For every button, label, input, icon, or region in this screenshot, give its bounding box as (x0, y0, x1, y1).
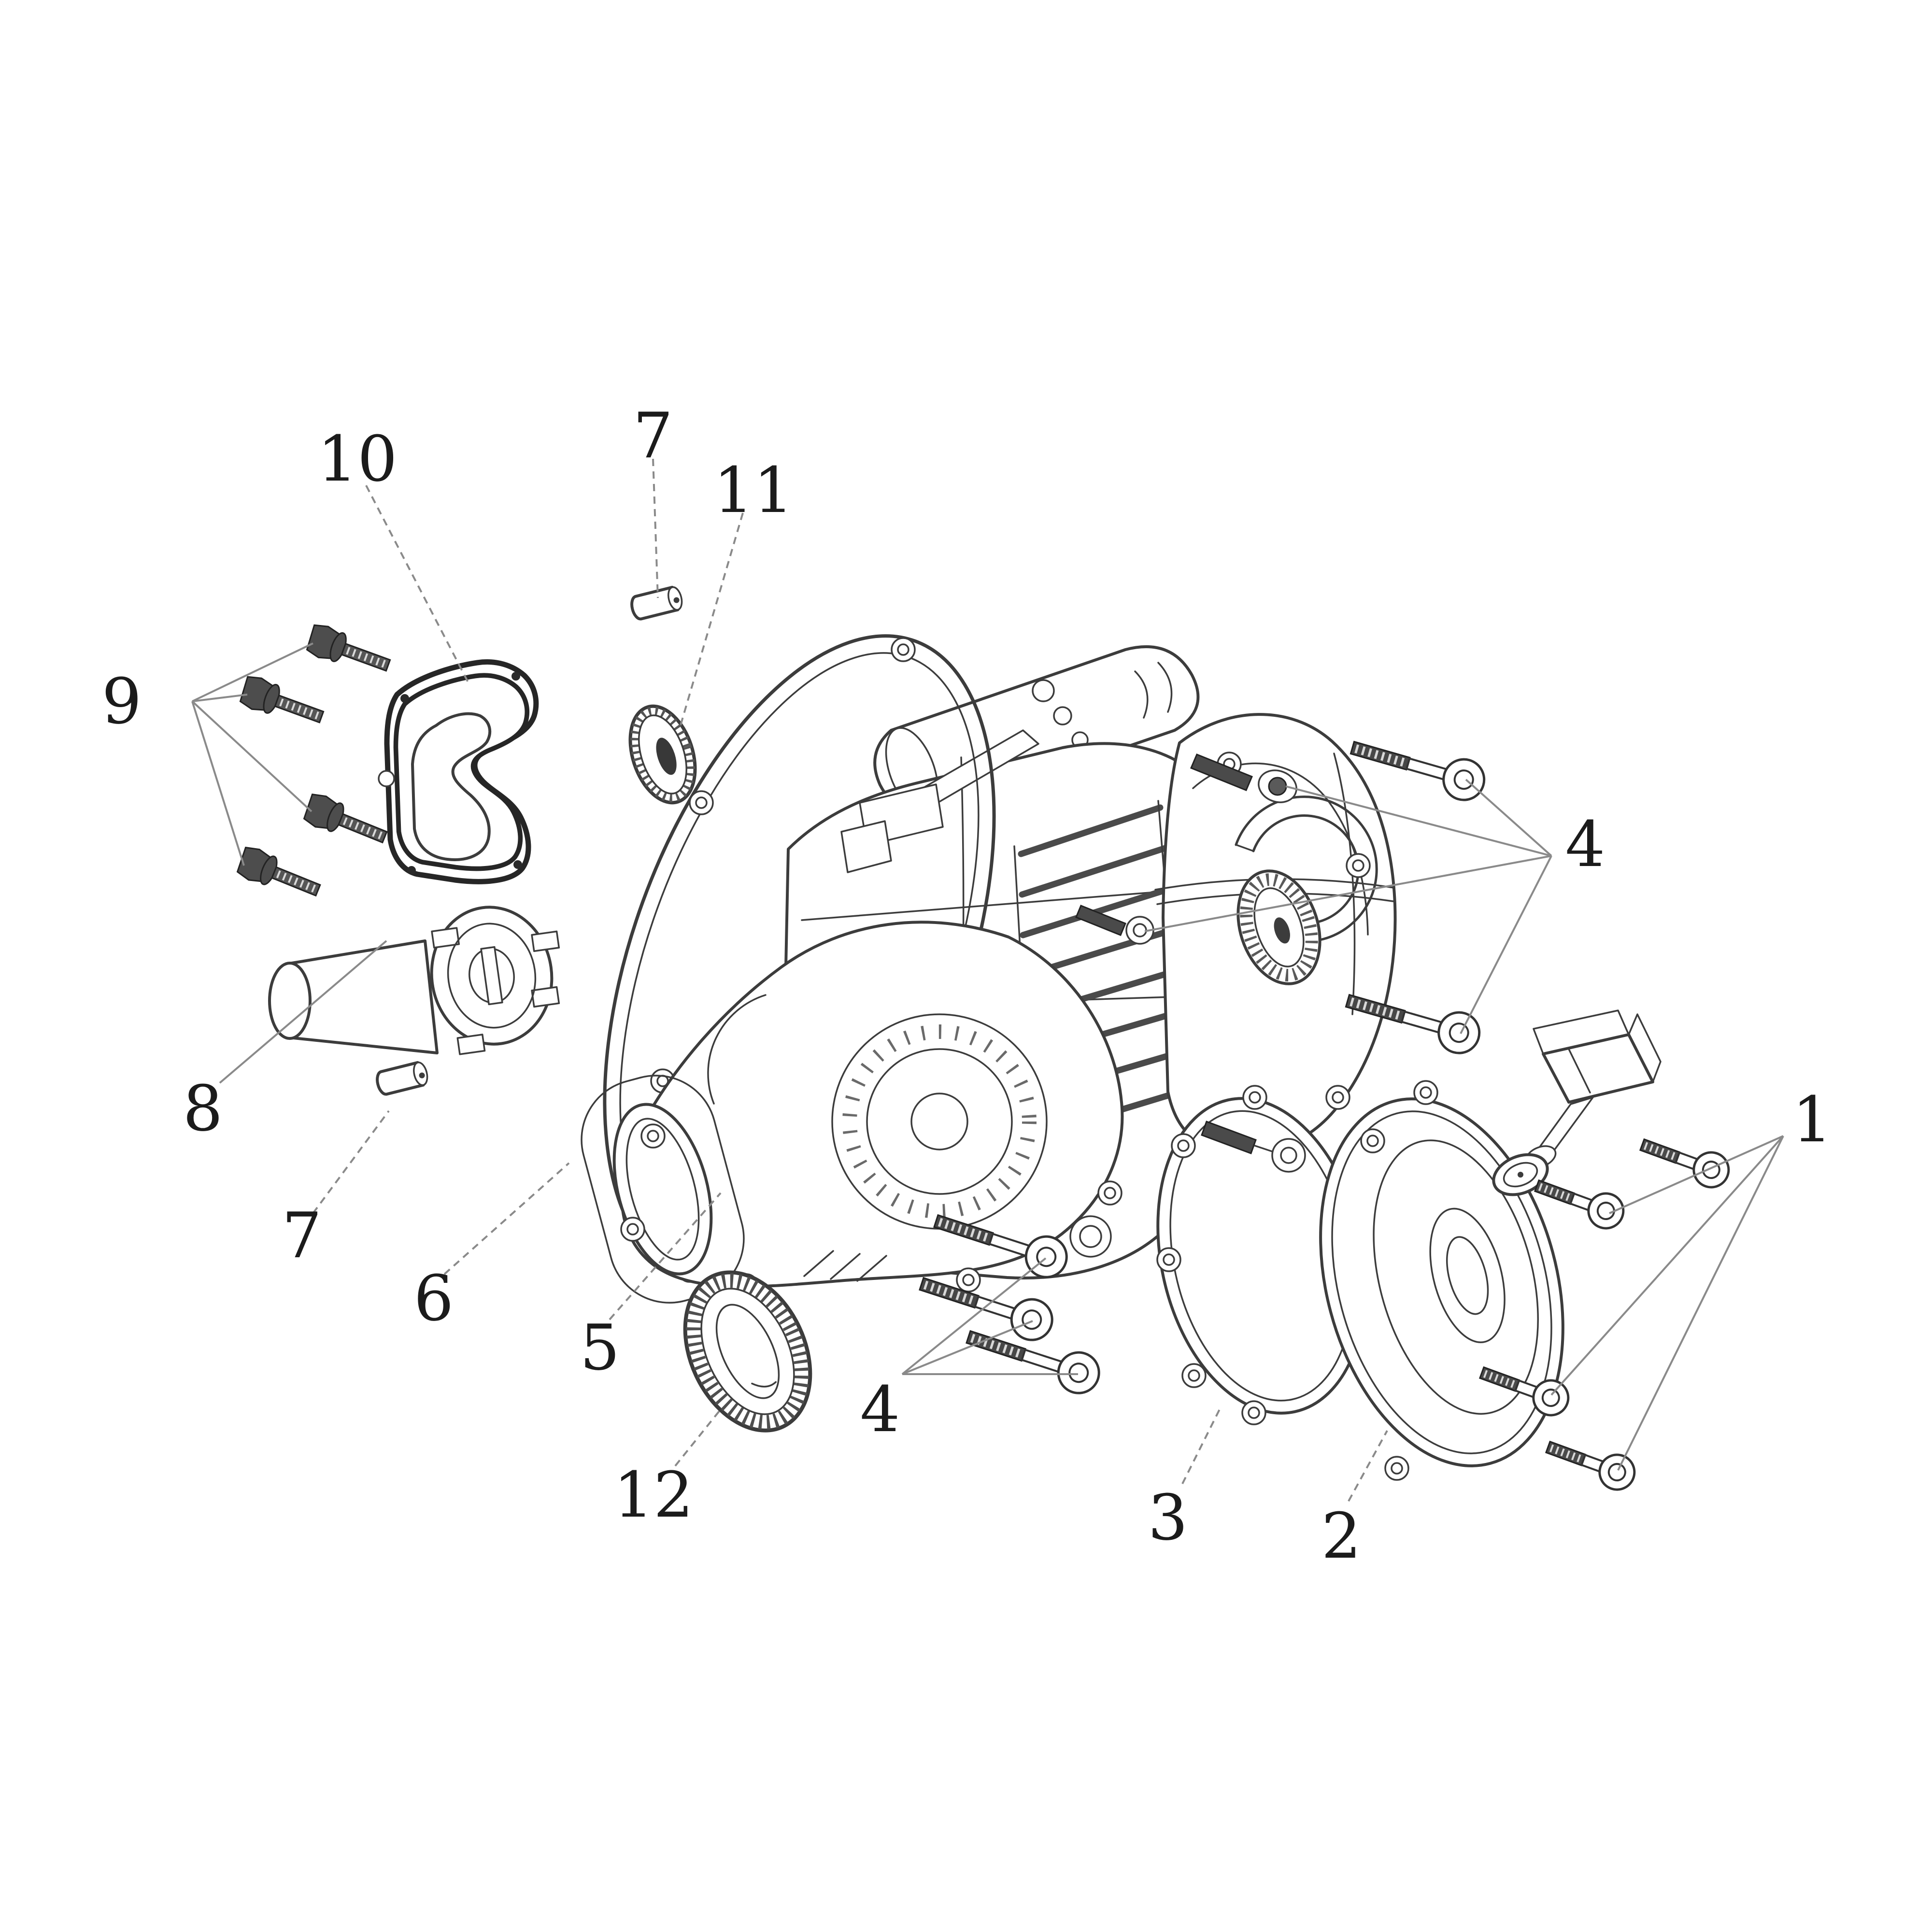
fan-hub-hole (1236, 869, 1321, 985)
leader-7-top (652, 458, 659, 598)
callout-7-left: 7 (282, 1199, 322, 1272)
part-cvt-cover (581, 921, 1124, 1304)
leader-4-right (1144, 779, 1552, 1034)
leader-7-left (312, 1110, 390, 1214)
callout-10: 10 (317, 422, 397, 496)
leader-11 (679, 512, 744, 727)
callout-7-top: 7 (633, 399, 673, 472)
leader-8 (219, 940, 387, 1084)
part-starter-handle (1492, 1009, 1662, 1196)
leader-5 (609, 1192, 722, 1321)
callout-11: 11 (713, 454, 793, 527)
leader-6 (443, 1162, 570, 1275)
leader-lines (191, 458, 1784, 1502)
callout-1: 1 (1792, 1083, 1833, 1156)
leader-3 (1181, 1409, 1221, 1484)
gasket-bolt (1201, 1121, 1306, 1173)
part-oil-seal (683, 1270, 812, 1433)
leader-4-bottom (901, 1257, 1078, 1375)
leader-1 (1550, 1135, 1784, 1471)
leader-2 (1348, 1430, 1388, 1502)
leader-12 (674, 1408, 722, 1467)
vent-slot-outer (1235, 796, 1378, 943)
part-intake-duct (268, 906, 560, 1055)
callout-9: 9 (102, 665, 142, 738)
callout-3: 3 (1148, 1481, 1188, 1554)
callout-5: 5 (580, 1311, 620, 1384)
callout-8: 8 (183, 1072, 223, 1145)
leader-10 (365, 485, 470, 685)
part-dowel-pin-top (630, 585, 683, 621)
part-fan-shroud (1154, 713, 1397, 1155)
callout-4-right: 4 (1565, 808, 1605, 881)
callout-2: 2 (1321, 1499, 1362, 1573)
part-bearing (628, 704, 697, 805)
part-dowel-pin-left (376, 1061, 428, 1096)
leader-9 (191, 642, 313, 866)
part-small-gasket (378, 659, 539, 884)
bolts-item4-right (1075, 728, 1489, 1058)
callout-12: 12 (613, 1458, 693, 1532)
callout-6: 6 (414, 1262, 454, 1335)
callouts: 10 7 11 9 4 1 8 7 6 5 12 4 3 2 (102, 399, 1833, 1573)
callout-4-bottom: 4 (860, 1373, 900, 1446)
